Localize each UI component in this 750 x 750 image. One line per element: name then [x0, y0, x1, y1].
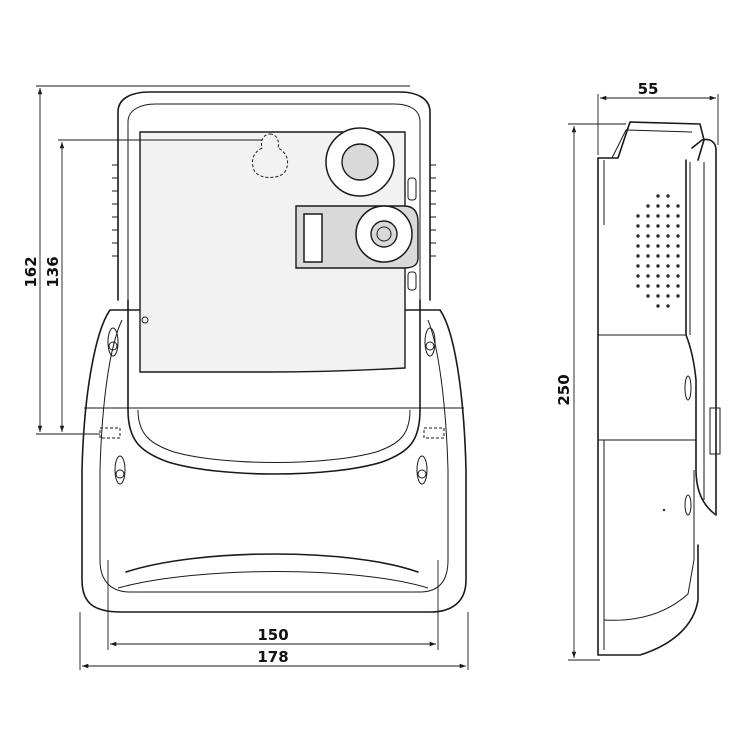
front-view: [81, 91, 467, 613]
edge-pin-upper: [407, 177, 417, 201]
front-cover-inner: [137, 409, 411, 463]
side-top-cap-inner: [611, 129, 693, 159]
hidden-tab-right: [423, 427, 445, 439]
side-base-feature: [684, 375, 692, 401]
upper-body: [117, 91, 431, 301]
mount-slot-lower-right: [416, 455, 428, 485]
base-lip: [125, 553, 419, 573]
right-grip-ribs: [430, 164, 436, 257]
edge-pin-lower: [407, 271, 417, 291]
dim-label-150: 150: [257, 626, 288, 644]
indicator-led: [141, 316, 149, 324]
dim-label-162: 162: [22, 256, 40, 287]
dim-label-178: 178: [257, 648, 288, 666]
base-housing-inner: [99, 319, 449, 593]
base-housing: [81, 309, 467, 613]
keyhole-mount: [251, 133, 289, 178]
front-dimensions: 162 136 150 178: [22, 85, 469, 670]
side-top-cap: [597, 121, 705, 161]
front-cover: [127, 299, 421, 475]
mount-slot-lower-left: [114, 455, 126, 485]
dim-label-55: 55: [638, 80, 659, 98]
side-back-plate: [597, 157, 699, 656]
dim-label-250: 250: [555, 374, 573, 405]
left-grip-ribs: [112, 164, 118, 257]
side-dimensions: 55 250: [555, 80, 719, 661]
latch-slot: [303, 213, 323, 263]
upper-body-rim: [127, 103, 421, 300]
ventilation-holes: [636, 194, 680, 308]
side-latch: [709, 407, 721, 455]
hidden-tab-left: [99, 427, 121, 439]
side-front-profile: [685, 138, 717, 516]
dim-label-136: 136: [44, 256, 62, 287]
mount-slot-upper-right: [424, 327, 436, 357]
side-front-profile-inner: [689, 162, 705, 500]
mount-slot-upper-left: [107, 327, 119, 357]
base-lip-edge: [117, 571, 429, 589]
side-base-curve: [603, 470, 695, 621]
display-window: [139, 131, 406, 373]
side-base-feature-2: [684, 494, 692, 516]
latch-button-center: [376, 226, 392, 242]
latch-button: [370, 220, 398, 248]
dial-knob: [341, 143, 379, 181]
side-view: [597, 121, 721, 656]
